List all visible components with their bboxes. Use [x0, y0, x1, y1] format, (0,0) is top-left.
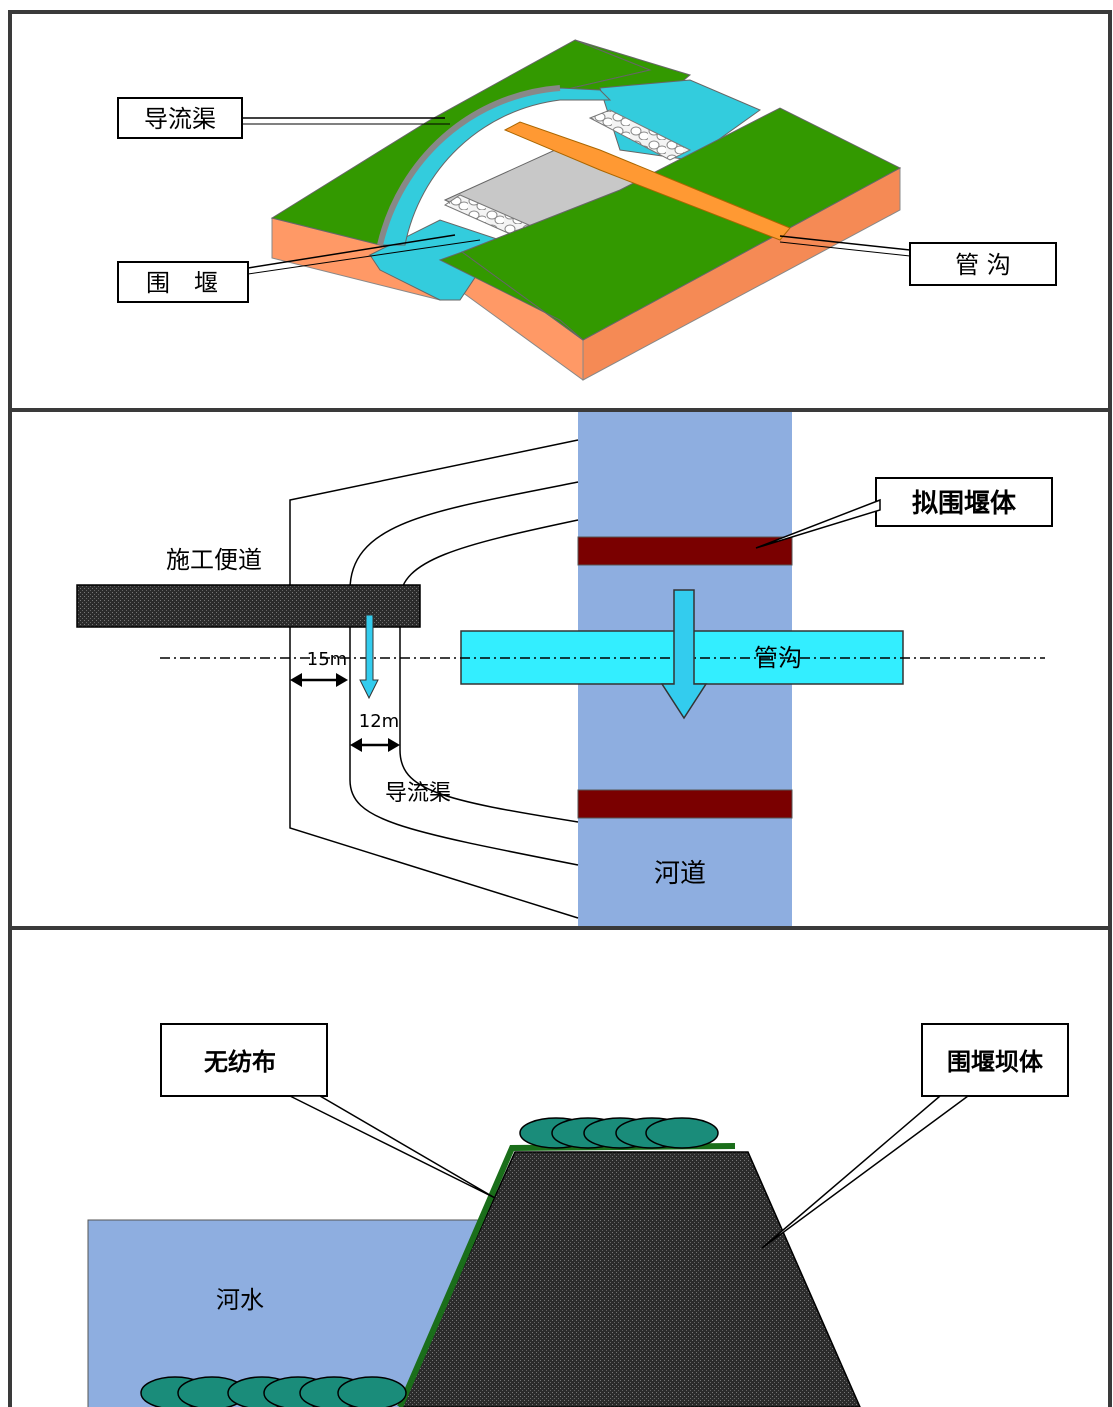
label-box-dam-body — [921, 1023, 1069, 1097]
sandbags-base — [140, 1376, 407, 1407]
label-cofferdam: 围 堰 — [146, 269, 218, 297]
label-river-water: 河水 — [216, 1286, 264, 1314]
label-box-trench — [909, 242, 1057, 286]
label-box-cofferdam — [117, 261, 249, 303]
label-dim-12m: 12m — [359, 711, 399, 732]
leader-cofferdam-2 — [247, 239, 481, 275]
leader-cofferdam-1 — [247, 234, 456, 269]
diversion-channel-wall — [377, 85, 561, 246]
label-diversion-plan: 导流渠 — [385, 781, 451, 806]
dimension-15m: 15m — [290, 649, 348, 687]
callout-pointer-dam-body — [761, 1095, 971, 1249]
pipe-trench-3d — [503, 121, 791, 241]
sandbags-top — [519, 1117, 719, 1149]
dimension-12m: 12m — [350, 711, 400, 752]
cofferdam-rocks-right — [588, 109, 692, 161]
callout-pointer-proposed — [755, 498, 881, 549]
label-geotextile: 无纺布 — [204, 1048, 276, 1076]
label-dim-15m: 15m — [307, 649, 347, 670]
label-river: 河道 — [654, 859, 706, 889]
flow-arrow-river — [660, 589, 708, 720]
flow-arrow-channel — [359, 614, 379, 700]
label-trench: 管 沟 — [955, 251, 1011, 279]
callout-pointer-geotextile — [289, 1095, 496, 1199]
diversion-outer — [289, 439, 579, 919]
ground-front-strip — [438, 251, 584, 341]
leader-trench-1 — [779, 235, 911, 251]
panel-2: 施工便道 管沟 15m 12m 导流渠 拟围堰体 河道 — [8, 408, 1112, 930]
label-dam-body: 围堰坝体 — [947, 1048, 1044, 1076]
panel-3: 河水 无纺布 围堰坝体 — [8, 926, 1112, 1407]
proposed-cofferdam-upper — [577, 536, 793, 566]
panel-1: 导流渠 围 堰 管 沟 — [8, 10, 1112, 412]
diversion-inner — [399, 519, 579, 823]
label-box-geotextile — [160, 1023, 328, 1097]
proposed-cofferdam-lower — [577, 789, 793, 819]
construction-road — [76, 584, 421, 628]
label-road: 施工便道 — [166, 546, 262, 574]
label-diversion: 导流渠 — [144, 105, 216, 133]
leader-trench-2 — [779, 241, 911, 257]
label-proposed-cofferdam: 拟围堰体 — [912, 489, 1017, 519]
